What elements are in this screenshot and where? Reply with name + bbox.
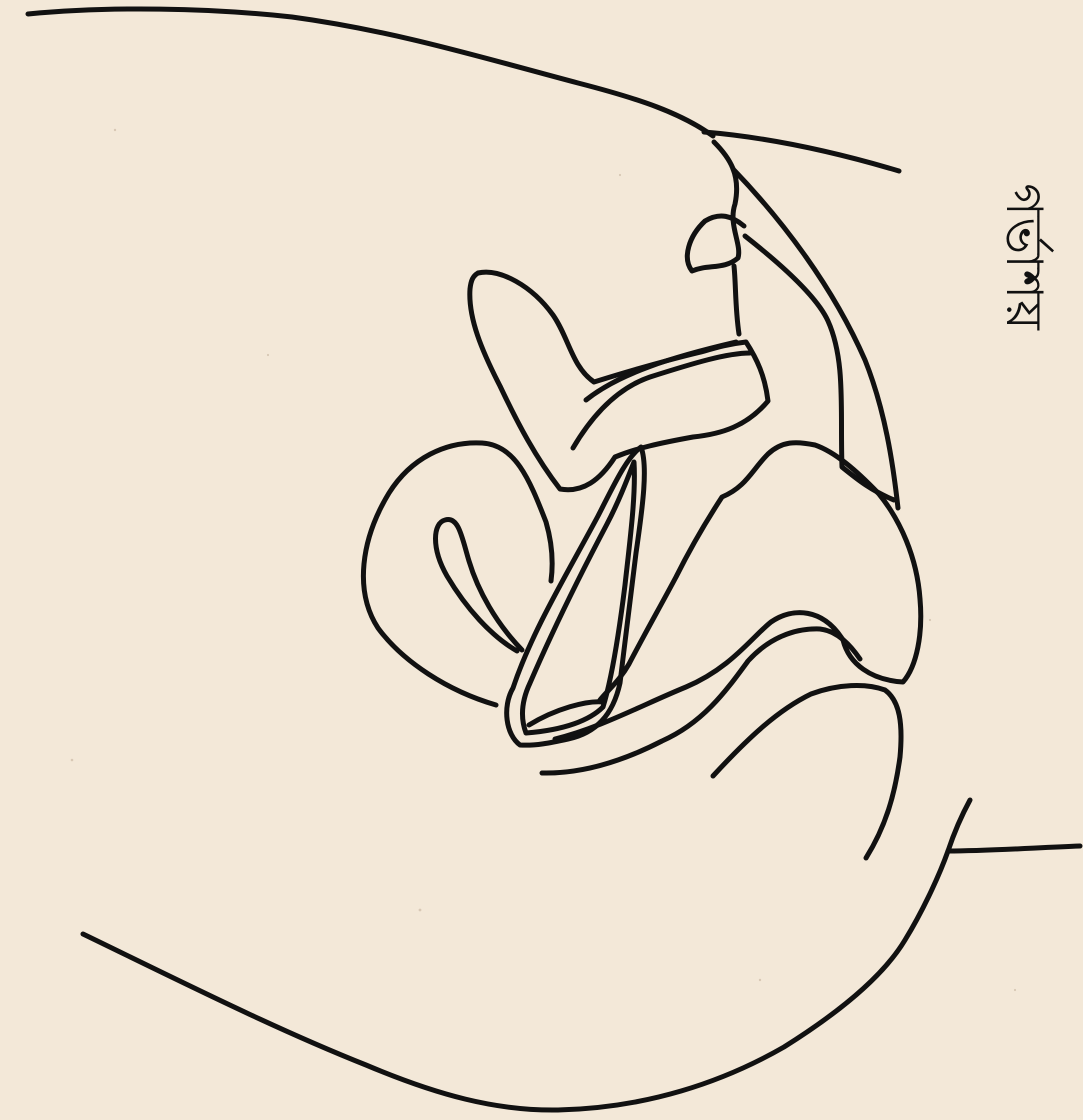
ear-shaped-structure — [687, 142, 744, 271]
lower-right-leg-line — [948, 800, 1080, 851]
lower-body-contour — [83, 851, 948, 1110]
left-curved-tube-inner — [436, 520, 523, 651]
upper-body-contour — [28, 9, 713, 136]
uterus-label: গর্ভাশয় — [999, 183, 1049, 331]
upper-inner-line-2 — [573, 353, 750, 448]
vertical-label-container: গর্ভাশয় — [990, 95, 1058, 420]
right-back-line-outer — [733, 169, 898, 508]
lower-pelvic-curve — [713, 685, 901, 858]
vertical-connector — [734, 266, 739, 334]
